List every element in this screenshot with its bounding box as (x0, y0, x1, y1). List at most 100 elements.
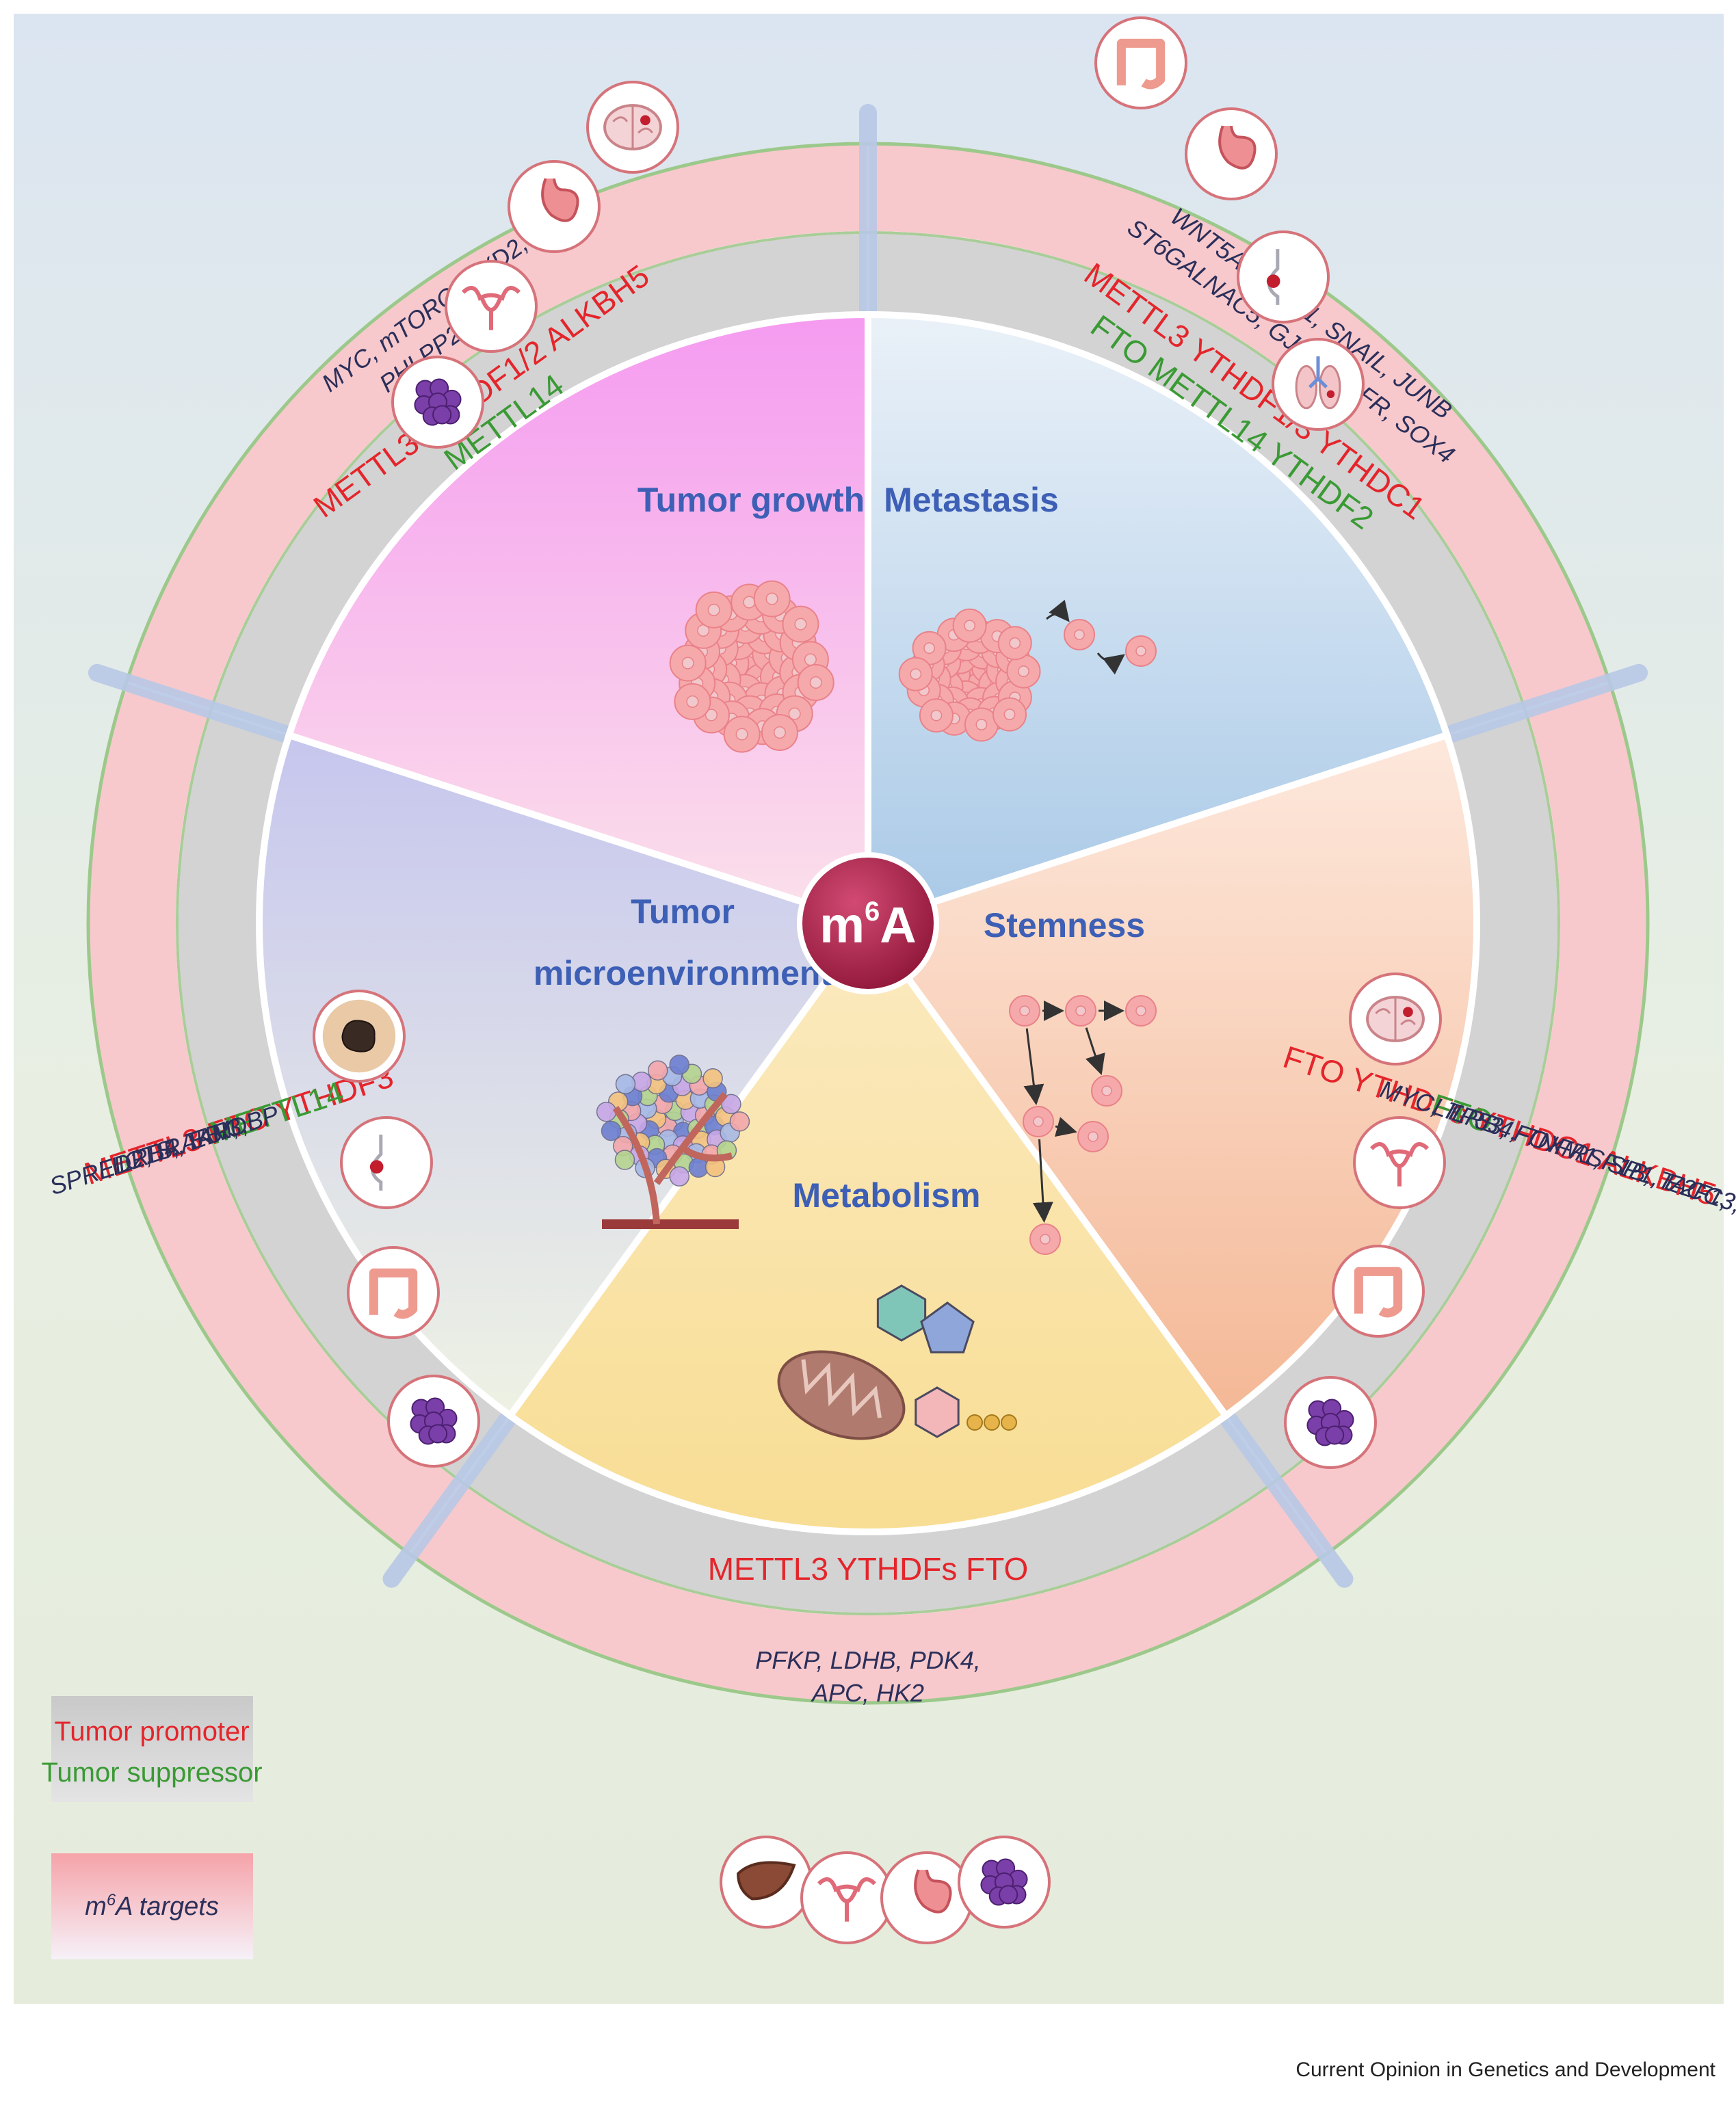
microenvironment-illustration (596, 1055, 750, 1229)
tumor-cluster-illustration (669, 580, 834, 753)
stem-cell (1065, 995, 1096, 1027)
title-metabolism: Metabolism (792, 1176, 980, 1215)
stem-cell (1077, 1121, 1109, 1152)
vessel-branches (612, 1091, 733, 1225)
colon-icon (1332, 1245, 1425, 1338)
lineage-arrow (1054, 1117, 1077, 1137)
sector-stemness (862, 730, 1480, 1421)
legend-promoter: Tumor promoter (54, 1717, 249, 1747)
immune-cell (647, 1060, 668, 1081)
sector-growth (285, 310, 871, 928)
title-tumor-growth: Tumor growth (637, 481, 865, 519)
organ-icon-layer (313, 16, 1446, 1944)
brain-icon (1349, 972, 1442, 1065)
tumor-cell (695, 591, 733, 628)
tumor-cell (723, 715, 761, 753)
sector-divider-2 (1431, 663, 1648, 747)
tumor-cell (753, 580, 791, 618)
svg-text:m6A: m6A (819, 897, 917, 953)
stomach-icon (880, 1851, 973, 1944)
mitochondrion-cristae (801, 1359, 882, 1418)
stem-cell (1009, 995, 1040, 1027)
lineage-arrow (1032, 1139, 1053, 1223)
targets-metabolism-line2: APC, HK2 (811, 1679, 924, 1707)
legend-suppressor: Tumor suppressor (41, 1758, 262, 1788)
segment-layer (256, 310, 1480, 1535)
title-metastasis: Metastasis (884, 481, 1059, 519)
metastasis-cell (1006, 654, 1041, 689)
phosphate-bead (1001, 1414, 1017, 1431)
migrating-cell (1125, 635, 1157, 667)
metabolite-pentagon (920, 1301, 975, 1353)
metastasis-cell (964, 707, 999, 742)
svg-text:APC, HK2: APC, HK2 (811, 1679, 924, 1707)
lineage-arrow (1023, 1028, 1044, 1106)
metabolite-hexagon (876, 1284, 927, 1342)
metastasis-cell (898, 657, 933, 691)
immune-cell (601, 1120, 622, 1141)
tumor-cell (761, 714, 798, 752)
metabolism-illustration (777, 1284, 1017, 1440)
blood-cells-icon (391, 356, 484, 449)
sector-divider-5 (88, 663, 305, 747)
breast-icon (1237, 230, 1330, 323)
stemness-lineage-illustration (1009, 995, 1157, 1255)
legend-targets-box (51, 1853, 253, 1959)
colon-icon (347, 1246, 440, 1339)
immune-cell (729, 1111, 750, 1132)
immune-cell (669, 1166, 690, 1187)
blood-cells-icon (387, 1375, 480, 1468)
metastasis-cell (997, 626, 1032, 661)
legend: Tumor promoter Tumor suppressor m6A targ… (41, 1696, 263, 1959)
mitochondrion (777, 1350, 906, 1440)
brain-icon (586, 81, 679, 174)
center-label-m: m (819, 897, 865, 953)
breast-icon (340, 1116, 433, 1209)
svg-text:METTL3 YTHDFs FTO: METTL3 YTHDFs FTO (708, 1551, 1029, 1587)
lungs-icon (1272, 338, 1365, 431)
migration-arrow (1046, 599, 1070, 622)
sector-divider-3 (1213, 1401, 1354, 1588)
center-label-a: A (880, 897, 916, 953)
lineage-arrow (1085, 1027, 1105, 1076)
credit-line: Current Opinion in Genetics and Developm… (1296, 2059, 1715, 2081)
stem-cell (1029, 1223, 1061, 1255)
illustration-layer (596, 580, 1157, 1440)
colon-icon (1094, 16, 1187, 109)
sector-metastasis (865, 310, 1451, 928)
migrating-cell (1064, 619, 1095, 650)
metabolite-hexagon (915, 1386, 960, 1438)
title-microenvironment: microenvironment (534, 954, 832, 992)
stem-cell (1091, 1075, 1122, 1107)
uterus-icon (1353, 1116, 1446, 1209)
stomach-icon (508, 160, 601, 253)
tumor-cell (669, 644, 707, 682)
metastasis-cluster-illustration (898, 599, 1157, 742)
liver-icon (720, 1836, 813, 1929)
regulators-metabolism-line1: METTL3 YTHDFs FTO (708, 1551, 1029, 1587)
blood-cells-icon (1284, 1376, 1377, 1469)
stem-cell (1125, 995, 1157, 1027)
immune-cell (721, 1094, 741, 1115)
legend-targets: m6A targets (85, 1891, 219, 1921)
stomach-icon (1185, 107, 1278, 200)
immune-cell (702, 1068, 723, 1089)
center-m6a-node: m6A (797, 852, 939, 994)
targets-metabolism-line1: PFKP, LDHB, PDK4, (755, 1646, 980, 1674)
migration-arrow (1096, 652, 1125, 675)
skin-icon (313, 990, 406, 1083)
title-tumor: Tumor (631, 892, 735, 931)
legend-regulator-box (51, 1696, 253, 1802)
sector-divider-4 (382, 1401, 523, 1588)
tumor-cell (782, 605, 819, 643)
immune-cell (614, 1150, 635, 1170)
sector-microenv (256, 730, 874, 1421)
phosphate-bead (966, 1414, 983, 1431)
phosphate-bead (984, 1414, 1000, 1431)
blood-cells-icon (958, 1836, 1051, 1929)
metastasis-cell (912, 631, 947, 665)
immune-cell (615, 1074, 636, 1094)
metastasis-cell (952, 608, 987, 643)
